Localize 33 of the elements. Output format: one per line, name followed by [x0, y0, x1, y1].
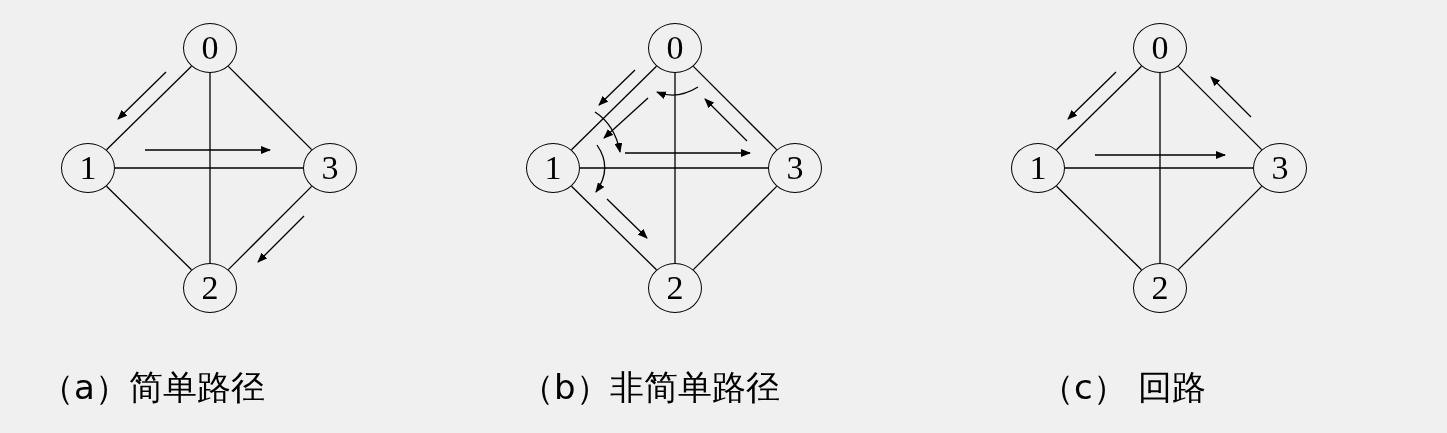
vertex-circle: 2: [1133, 263, 1187, 313]
graph-edge: [674, 72, 676, 264]
caption-text: （a）简单路径: [40, 366, 265, 409]
graph-edge: [570, 185, 658, 271]
vertex-circle: 3: [303, 143, 357, 193]
vertex-circle: 3: [768, 143, 822, 193]
caption-text: （b）非简单路径: [520, 366, 780, 409]
vertex-circle: 1: [1011, 143, 1065, 193]
graph-edge: [579, 167, 769, 169]
vertex-circle: 1: [526, 143, 580, 193]
graph-edge: [692, 65, 778, 151]
graph-edge: [570, 65, 658, 151]
graph-edge: [105, 65, 193, 151]
graph-edge: [209, 72, 211, 264]
graph-edge: [1177, 185, 1263, 271]
graph-edge: [227, 185, 313, 271]
vertex-circle: 0: [648, 23, 702, 73]
graph-edge: [1177, 65, 1263, 151]
vertex-circle: 2: [183, 263, 237, 313]
graph-edge: [1055, 185, 1143, 271]
graph-edge: [227, 65, 313, 151]
vertex-circle: 3: [1253, 143, 1307, 193]
caption-text: （c） 回路: [1040, 366, 1206, 409]
graph-edge: [1064, 167, 1254, 169]
vertex-circle: 2: [648, 263, 702, 313]
vertex-circle: 1: [61, 143, 115, 193]
vertex-circle: 0: [183, 23, 237, 73]
graph-edge: [114, 167, 304, 169]
graph-edge: [1159, 72, 1161, 264]
graph-edge: [105, 185, 193, 271]
graph-edge: [1055, 65, 1143, 151]
vertex-circle: 0: [1133, 23, 1187, 73]
graph-edge: [692, 185, 778, 271]
